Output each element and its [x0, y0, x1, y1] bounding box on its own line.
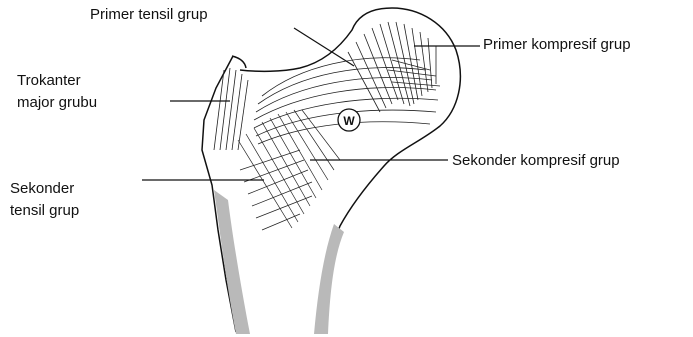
label-trokanter-major: Trokanter major grubu	[17, 70, 97, 114]
trochanter-trabeculae	[214, 68, 248, 150]
leader-primer-tensil	[294, 28, 354, 66]
secondary-trabeculae	[238, 110, 340, 230]
ward-marker: W	[338, 109, 360, 131]
label-sekonder-tensil: Sekonder tensil grup	[10, 178, 79, 222]
label-sekonder-tensil-line2: tensil grup	[10, 200, 79, 222]
medial-cortex	[314, 224, 344, 334]
ward-marker-label: W	[343, 114, 355, 128]
label-primer-kompresif: Primer kompresif grup	[483, 34, 631, 56]
label-trokanter-line2: major grubu	[17, 92, 97, 114]
label-primer-tensil: Primer tensil grup	[90, 4, 208, 26]
label-sekonder-tensil-line1: Sekonder	[10, 178, 79, 200]
label-sekonder-kompresif: Sekonder kompresif grup	[452, 150, 620, 172]
label-trokanter-line1: Trokanter	[17, 70, 97, 92]
